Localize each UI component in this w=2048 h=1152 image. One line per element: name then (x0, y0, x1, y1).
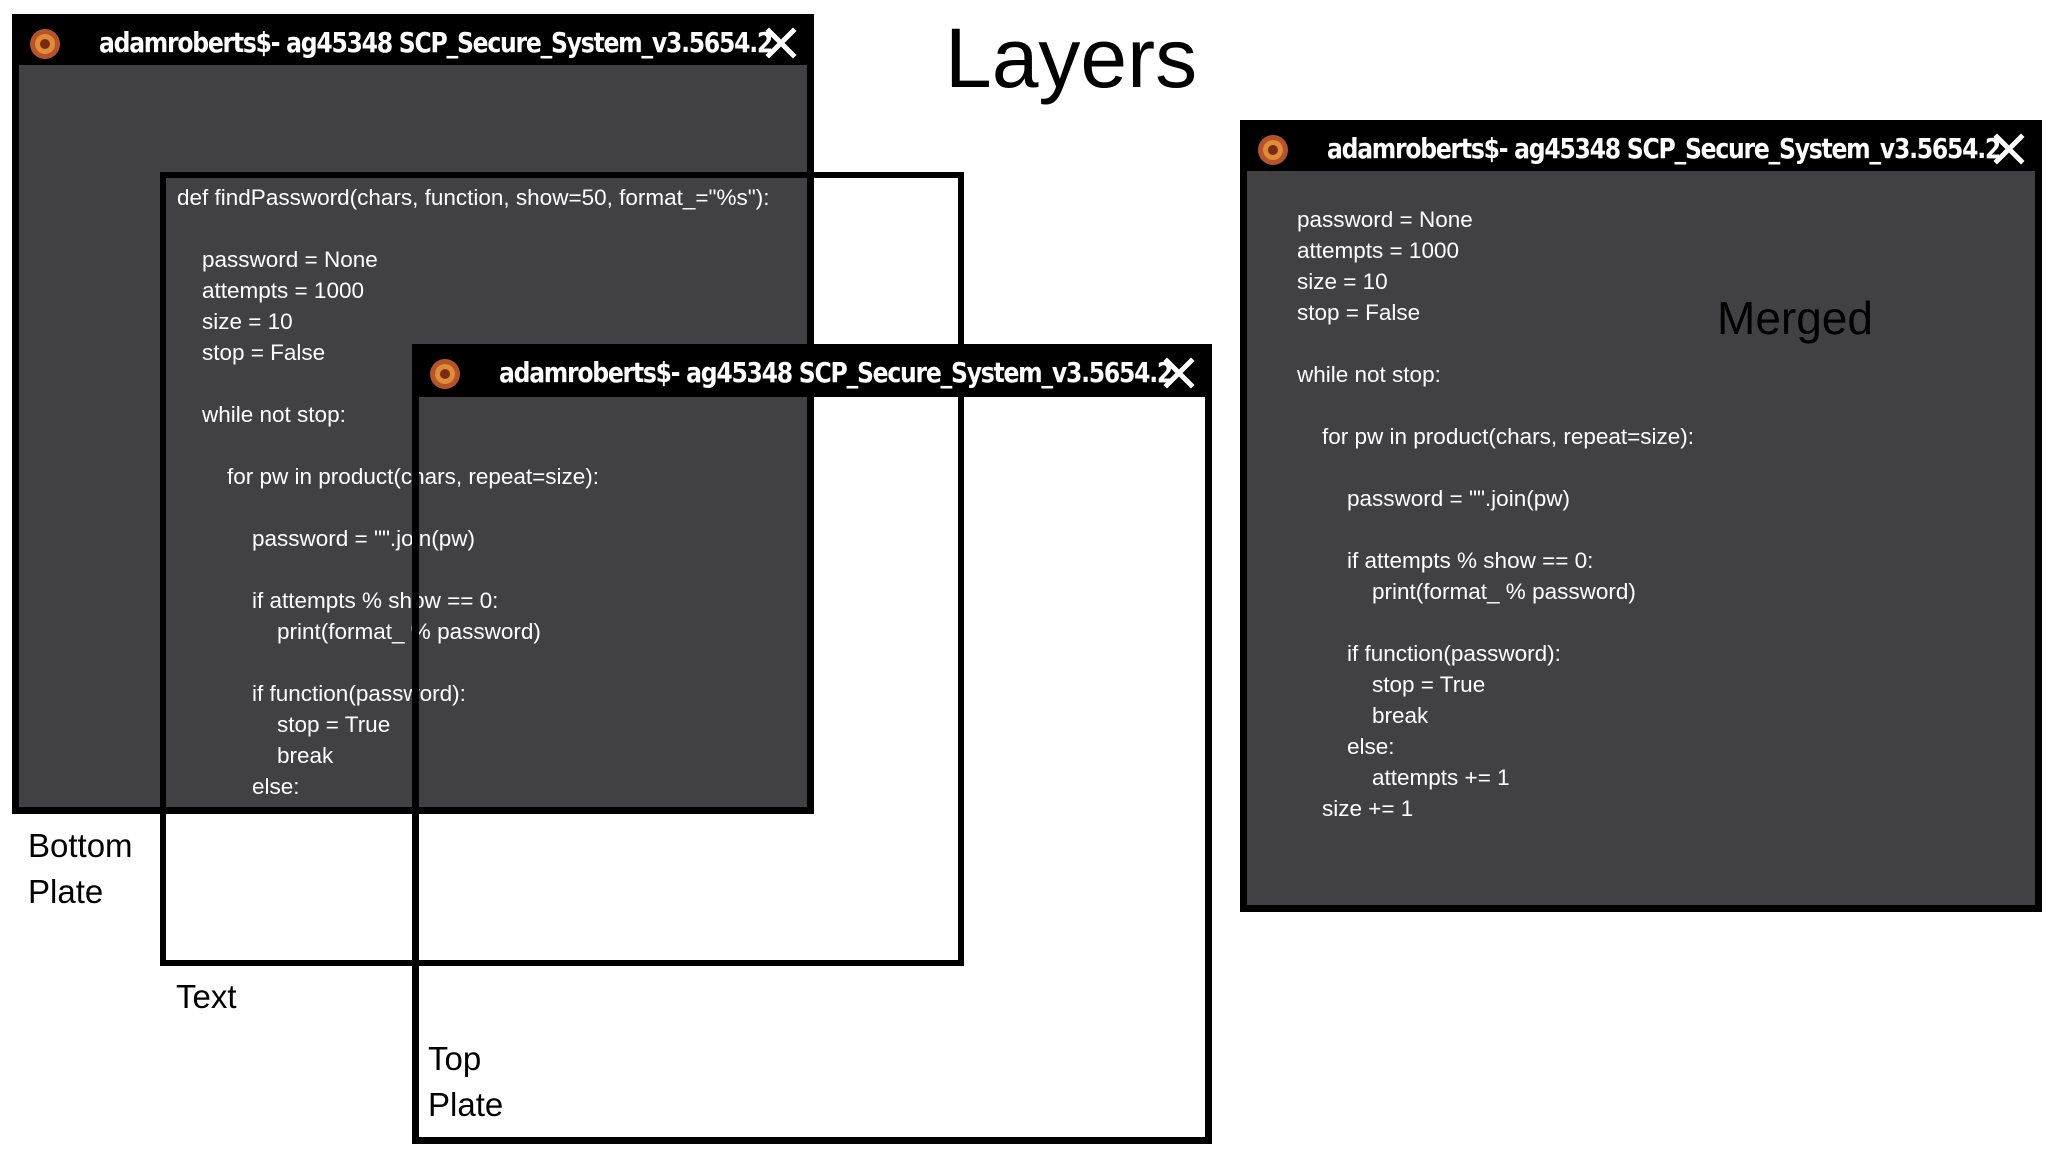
close-icon[interactable] (763, 25, 799, 61)
code-line: password = "".join(pw) (177, 526, 475, 551)
code-line (1272, 173, 1865, 204)
code-line: stop = True (1272, 672, 1486, 697)
code-line: size = 10 (1272, 269, 1388, 294)
code-line: stop = False (177, 340, 326, 365)
code-line: while not stop: (1272, 362, 1441, 387)
window-title: adamroberts$- ag45348 SCP_Secure_System_… (499, 356, 1173, 389)
code-line: if function(password): (1272, 641, 1561, 666)
code-line: for pw in product(chars, repeat=size): (1272, 424, 1695, 449)
close-icon[interactable] (1161, 355, 1197, 391)
code-block: def findPassword(chars, function, show=5… (177, 182, 770, 807)
bottom-plate-label: Bottom Plate (28, 827, 133, 910)
code-line: break (177, 743, 334, 768)
code-line (1272, 452, 1865, 483)
text-layer-clip: def findPassword(chars, function, show=5… (19, 58, 807, 807)
close-icon[interactable] (1991, 131, 2027, 167)
code-line: attempts = 1000 (1272, 238, 1459, 263)
code-block: def findPassword(chars, function, show=5… (1272, 142, 1865, 824)
merged-label: Merged (1717, 292, 1873, 344)
top-plate-label: Top Plate (428, 1040, 504, 1123)
titlebar: adamroberts$- ag45348 SCP_Secure_System_… (19, 21, 807, 65)
window-title: adamroberts$- ag45348 SCP_Secure_System_… (1327, 132, 2001, 165)
badge-emblem-icon (30, 29, 60, 59)
page-title: Layers (945, 11, 1198, 105)
text-layer-label: Text (176, 978, 237, 1015)
code-line: else: (177, 774, 300, 799)
code-line: else: (1272, 734, 1395, 759)
code-line: stop = False (1272, 300, 1421, 325)
window-title: adamroberts$- ag45348 SCP_Secure_System_… (99, 26, 773, 59)
code-line: for pw in product(chars, repeat=size): (177, 464, 600, 489)
code-line: size = 10 (177, 309, 293, 334)
text-layer-frame (160, 172, 964, 966)
titlebar: adamroberts$- ag45348 SCP_Secure_System_… (419, 351, 1205, 397)
code-line: if attempts % show == 0: (177, 588, 499, 613)
merged-code-clip: def findPassword(chars, function, show=5… (1247, 127, 2035, 905)
badge-emblem-icon (430, 359, 460, 389)
code-line: print(format_ % password) (1272, 579, 1636, 604)
code-line: break (1272, 703, 1429, 728)
code-line: attempts += 1 (177, 802, 770, 807)
code-line: password = None (177, 247, 378, 272)
code-line: password = None (1272, 207, 1473, 232)
code-line: stop = True (177, 712, 391, 737)
top-plate-window: adamroberts$- ag45348 SCP_Secure_System_… (412, 344, 1212, 1144)
badge-emblem-icon (1258, 135, 1288, 165)
code-line: def findPassword(chars, function, show=5… (177, 185, 770, 210)
code-line (1272, 514, 1865, 545)
titlebar: adamroberts$- ag45348 SCP_Secure_System_… (1247, 127, 2035, 171)
code-line: while not stop: (177, 402, 346, 427)
code-line: if attempts % show == 0: (1272, 548, 1594, 573)
code-line: attempts += 1 (1272, 765, 1510, 790)
code-line: attempts = 1000 (177, 278, 364, 303)
code-line: password = "".join(pw) (1272, 486, 1570, 511)
code-line (1272, 607, 1865, 638)
code-line (1272, 390, 1865, 421)
merged-window: def findPassword(chars, function, show=5… (1240, 120, 2042, 912)
code-line: if function(password): (177, 681, 466, 706)
code-line: size += 1 (1272, 796, 1414, 821)
